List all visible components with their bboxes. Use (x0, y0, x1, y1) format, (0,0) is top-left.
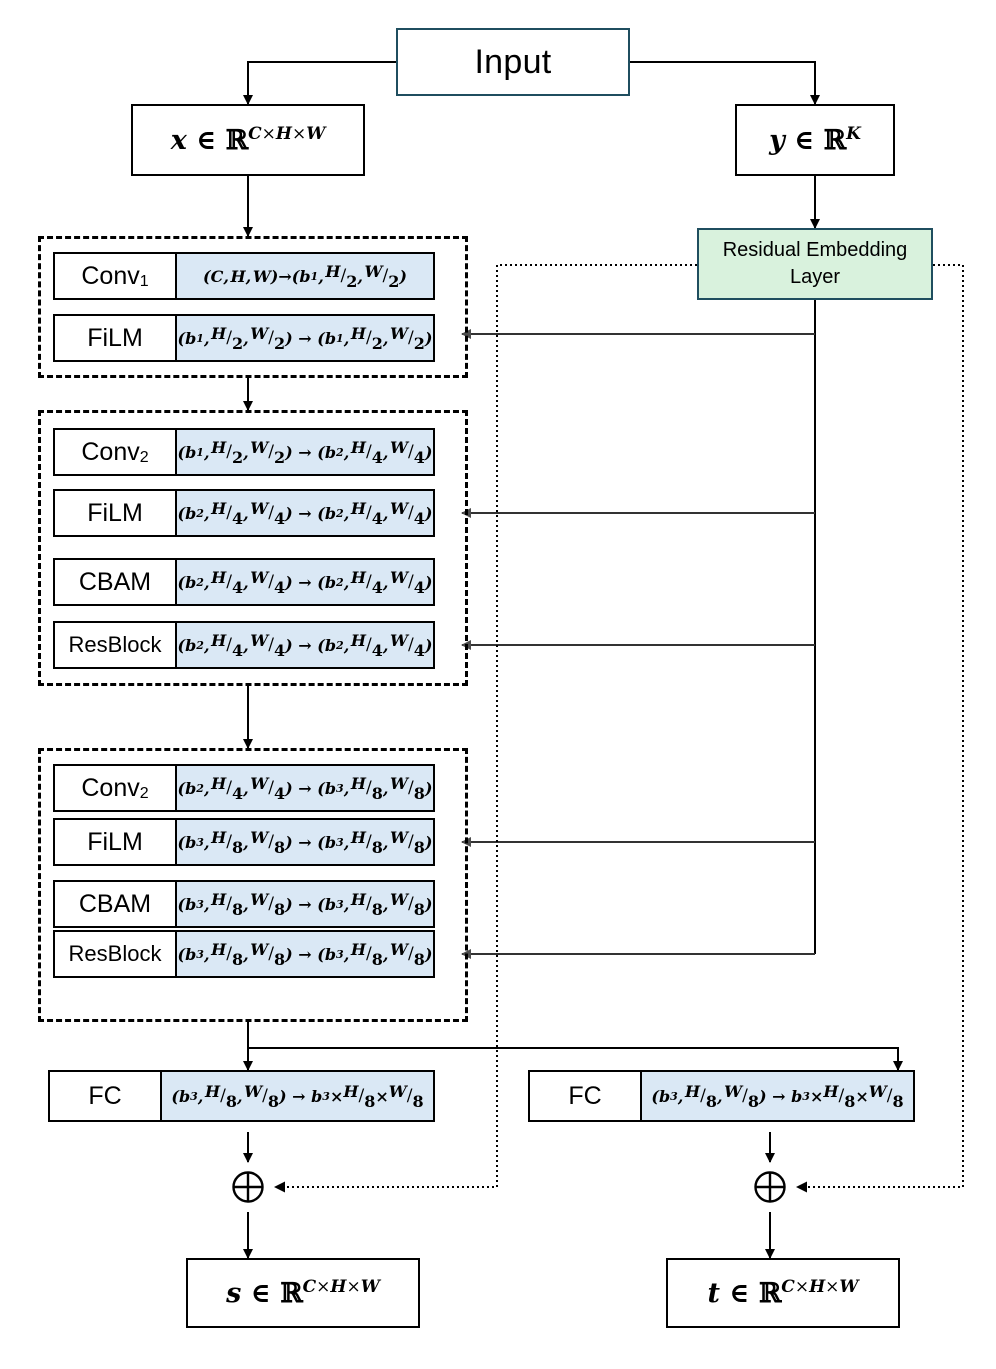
layer-name-film-2: FiLM (55, 491, 175, 535)
layer-name-cbam-3: CBAM (55, 882, 175, 926)
layer-name-resblock-3: ResBlock (55, 932, 175, 976)
add-operator-left[interactable] (231, 1170, 265, 1204)
block-1-group (38, 236, 468, 378)
block-2-group (38, 410, 468, 686)
rel-line-2: Layer (789, 266, 841, 288)
tensor-s-label: s ∈ ℝC×H×W (226, 1277, 380, 1309)
layer-name-fc-left: FC (50, 1072, 160, 1120)
tensor-y-label: y ∈ ℝK (769, 124, 861, 156)
rel-line-1: Residual Embedding (722, 239, 908, 261)
layer-name-film-3: FiLM (55, 820, 175, 864)
layer-name-cbam-2: CBAM (55, 560, 175, 604)
tensor-x-label: x ∈ ℝC×H×W (170, 124, 326, 156)
tensor-s-box[interactable]: s ∈ ℝC×H×W (186, 1258, 420, 1328)
add-operator-right[interactable] (753, 1170, 787, 1204)
tensor-t-box[interactable]: t ∈ ℝC×H×W (666, 1258, 900, 1328)
tensor-y-box[interactable]: y ∈ ℝK (735, 104, 895, 176)
tensor-x-box[interactable]: x ∈ ℝC×H×W (131, 104, 365, 176)
input-box[interactable]: Input (396, 28, 630, 96)
layer-name-resblock-2: ResBlock (55, 623, 175, 667)
input-label: Input (474, 42, 552, 81)
tensor-t-label: t ∈ ℝC×H×W (707, 1277, 859, 1309)
layer-name-fc-right: FC (530, 1072, 640, 1120)
layer-name-film-1: FiLM (55, 316, 175, 360)
block-3-group (38, 748, 468, 1022)
residual-embedding-layer-box[interactable]: Residual Embedding Layer (697, 228, 933, 300)
residual-embedding-layer-label: Residual Embedding Layer (723, 237, 908, 291)
